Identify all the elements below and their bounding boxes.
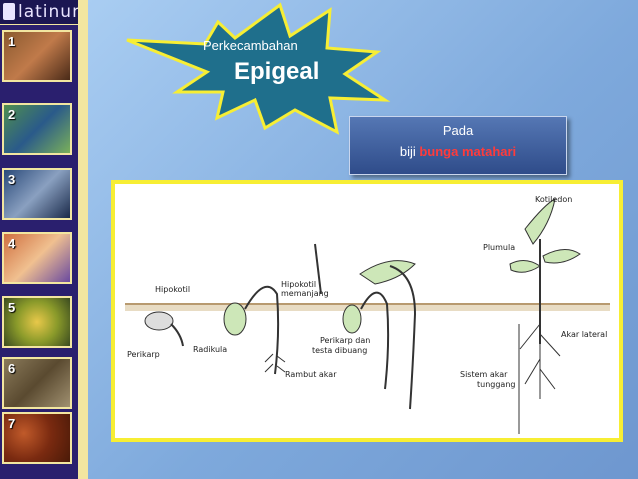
info-box: Pada biji bunga matahari — [349, 116, 567, 175]
sidebar-item-number: 2 — [8, 107, 15, 122]
sidebar-item-1[interactable]: 1 — [2, 30, 72, 82]
sidebar-item-number: 1 — [8, 34, 15, 49]
label-sistem-akar-2: tunggang — [477, 380, 515, 389]
sidebar-accent-strip — [78, 0, 88, 479]
sidebar-item-number: 3 — [8, 172, 15, 187]
info-highlight: bunga matahari — [419, 144, 516, 159]
title-subtitle: Perkecambahan — [203, 38, 298, 53]
sidebar-item-2[interactable]: 2 — [2, 103, 72, 155]
title-main: Epigeal — [234, 58, 319, 86]
label-sistem-akar-1: Sistem akar — [460, 370, 507, 379]
sidebar-item-4[interactable]: 4 — [2, 232, 72, 284]
label-perikarp: Perikarp — [127, 350, 160, 359]
label-akar-lateral: Akar lateral — [561, 330, 607, 339]
label-hipokotil-memanjang: Hipokotil memanjang — [281, 280, 341, 298]
logo-icon — [3, 3, 15, 20]
logo-bar: latinum — [0, 0, 88, 25]
label-rambut-akar: Rambut akar — [285, 370, 337, 379]
label-perikarp-testa-1: Perikarp dan — [320, 336, 370, 345]
germination-illustration — [115, 184, 619, 438]
label-perikarp-testa-2: testa dibuang — [312, 346, 367, 355]
info-line2-prefix: biji — [400, 144, 420, 159]
label-plumula: Plumula — [483, 243, 515, 252]
label-radikula: Radikula — [193, 345, 227, 354]
sidebar-item-6[interactable]: 6 — [2, 357, 72, 409]
sidebar-item-number: 7 — [8, 416, 15, 431]
sidebar-item-number: 4 — [8, 236, 15, 251]
sidebar-item-number: 6 — [8, 361, 15, 376]
sidebar-item-3[interactable]: 3 — [2, 168, 72, 220]
label-hipokotil: Hipokotil — [155, 285, 190, 294]
label-kotiledon: Kotiledon — [535, 195, 572, 204]
sidebar-item-7[interactable]: 7 — [2, 412, 72, 464]
info-line1: Pada — [350, 123, 566, 138]
sidebar-item-5[interactable]: 5 — [2, 296, 72, 348]
sidebar-item-number: 5 — [8, 300, 15, 315]
info-line2: biji bunga matahari — [350, 144, 566, 159]
germination-diagram: Hipokotil Perikarp Radikula Hipokotil me… — [111, 180, 623, 442]
sidebar: latinum 1 2 3 4 5 6 7 — [0, 0, 88, 479]
